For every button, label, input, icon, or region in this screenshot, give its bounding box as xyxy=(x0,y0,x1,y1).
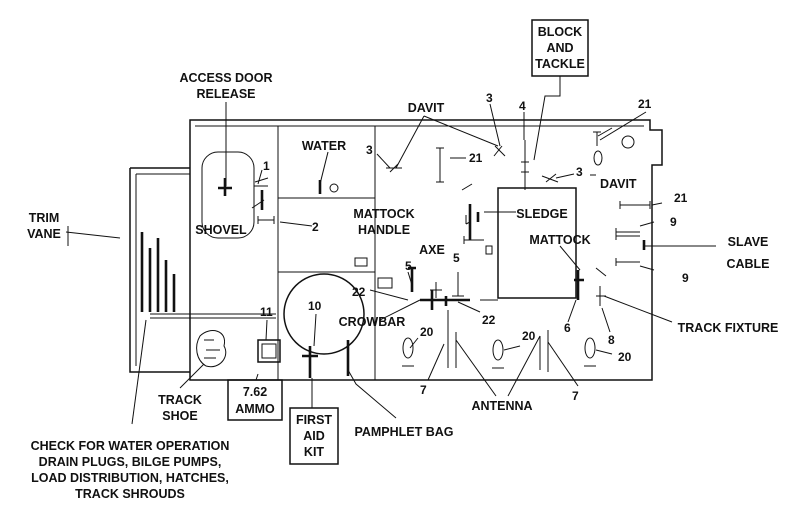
callout-22-right: 22 xyxy=(482,313,496,327)
callout-1: 1 xyxy=(263,159,270,173)
mattock-label: MATTOCK xyxy=(529,233,590,247)
first-aid-kit-line1: FIRST xyxy=(296,413,332,427)
antenna-label: ANTENNA xyxy=(471,399,532,413)
crowbar-label: CROWBAR xyxy=(339,315,406,329)
boxed-labels xyxy=(227,19,589,465)
callout-numbers: 1 2 3 3 3 4 5 5 6 7 7 8 9 9 10 11 20 20 … xyxy=(260,91,689,403)
callout-5-right: 5 xyxy=(453,251,460,265)
ammo-line2: AMMO xyxy=(235,402,275,416)
callout-2: 2 xyxy=(312,220,319,234)
water-label: WATER xyxy=(302,139,346,153)
sledge-label: SLEDGE xyxy=(516,207,567,221)
shovel-label: SHOVEL xyxy=(195,223,247,237)
callout-20-middle: 20 xyxy=(522,329,536,343)
trim-vane-line2: VANE xyxy=(27,227,61,241)
davit-label-right: DAVIT xyxy=(600,177,637,191)
access-door-release-line1: ACCESS DOOR xyxy=(179,71,272,85)
access-door-release-line2: RELEASE xyxy=(196,87,255,101)
callout-7-right: 7 xyxy=(572,389,579,403)
davit-label-top: DAVIT xyxy=(408,101,445,115)
callout-9-top: 9 xyxy=(670,215,677,229)
axe-label: AXE xyxy=(419,243,445,257)
callout-5-left: 5 xyxy=(405,259,412,273)
block-and-tackle-box xyxy=(531,19,589,77)
trim-vane-line1: TRIM xyxy=(29,211,60,225)
check-note-line4: TRACK SHROUDS xyxy=(75,487,185,501)
callout-11: 11 xyxy=(260,305,273,319)
callout-21-left: 21 xyxy=(469,151,483,165)
ammo-line1: 7.62 xyxy=(243,385,267,399)
callout-7-left: 7 xyxy=(420,383,427,397)
callout-10: 10 xyxy=(308,299,322,313)
first-aid-kit-line3: KIT xyxy=(304,445,325,459)
ammo-box xyxy=(227,379,283,421)
callout-21-top: 21 xyxy=(638,97,652,111)
check-note-line2: DRAIN PLUGS, BILGE PUMPS, xyxy=(39,455,222,469)
callout-3-davit-left: 3 xyxy=(366,143,373,157)
check-note-line1: CHECK FOR WATER OPERATION xyxy=(31,439,230,453)
track-fixture-label: TRACK FIXTURE xyxy=(678,321,779,335)
track-shoe-line2: SHOE xyxy=(162,409,197,423)
leader-lines xyxy=(65,76,716,425)
first-aid-kit-line2: AID xyxy=(303,429,325,443)
callout-22-left: 22 xyxy=(352,285,366,299)
mattock-handle-line2: HANDLE xyxy=(358,223,410,237)
check-note-line3: LOAD DISTRIBUTION, HATCHES, xyxy=(31,471,229,485)
callout-20-right: 20 xyxy=(618,350,632,364)
pamphlet-bag-label: PAMPHLET BAG xyxy=(354,425,453,439)
block-and-tackle-line3: TACKLE xyxy=(535,57,585,71)
callout-4: 4 xyxy=(519,99,526,113)
callout-3-davit-right: 3 xyxy=(576,165,583,179)
block-and-tackle-line2: AND xyxy=(546,41,573,55)
callout-21-right: 21 xyxy=(674,191,688,205)
stowed-items xyxy=(196,131,651,378)
callout-6: 6 xyxy=(564,321,571,335)
mattock-handle-line1: MATTOCK xyxy=(353,207,414,221)
first-aid-kit-box xyxy=(289,407,339,465)
block-and-tackle-line1: BLOCK xyxy=(538,25,582,39)
vehicle-outline xyxy=(129,119,663,381)
callout-3-davit-top: 3 xyxy=(486,91,493,105)
slave-cable-line1: SLAVE xyxy=(728,235,769,249)
track-shoe-line1: TRACK xyxy=(158,393,202,407)
text-labels: ACCESS DOOR RELEASE DAVIT DAVIT BLOCK AN… xyxy=(27,25,778,501)
callout-20-left: 20 xyxy=(420,325,434,339)
slave-cable-line2: CABLE xyxy=(726,257,769,271)
callout-8: 8 xyxy=(608,333,615,347)
callout-9-bottom: 9 xyxy=(682,271,689,285)
